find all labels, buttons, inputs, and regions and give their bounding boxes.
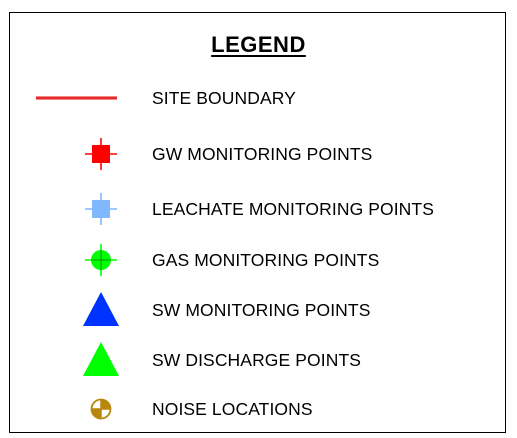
legend-label: SITE BOUNDARY (152, 88, 296, 108)
legend-label: NOISE LOCATIONS (152, 399, 313, 419)
legend-item-noise-locations: NOISE LOCATIONS (0, 389, 517, 429)
legend-label: LEACHATE MONITORING POINTS (152, 199, 434, 219)
sw-discharge-point-icon (26, 340, 136, 380)
legend-item-gw-monitoring: GW MONITORING POINTS (0, 134, 517, 174)
gw-monitoring-point-icon (26, 134, 136, 174)
legend-title: LEGEND (0, 32, 517, 58)
legend-label: SW MONITORING POINTS (152, 300, 371, 320)
legend-title-text: LEGEND (211, 32, 306, 57)
legend-item-sw-monitoring: SW MONITORING POINTS (0, 290, 517, 330)
legend-label: GAS MONITORING POINTS (152, 250, 380, 270)
legend-item-gas-monitoring: GAS MONITORING POINTS (0, 240, 517, 280)
legend-item-sw-discharge: SW DISCHARGE POINTS (0, 340, 517, 380)
site-boundary-line-icon (26, 78, 136, 118)
legend-label: SW DISCHARGE POINTS (152, 350, 362, 370)
leachate-monitoring-point-icon (26, 189, 136, 229)
sw-monitoring-point-icon (26, 290, 136, 330)
legend-item-leachate-monitoring: LEACHATE MONITORING POINTS (0, 189, 517, 229)
noise-location-icon (26, 389, 136, 429)
legend-label: GW MONITORING POINTS (152, 144, 373, 164)
legend-item-site-boundary: SITE BOUNDARY (0, 78, 517, 118)
gas-monitoring-point-icon (26, 240, 136, 280)
